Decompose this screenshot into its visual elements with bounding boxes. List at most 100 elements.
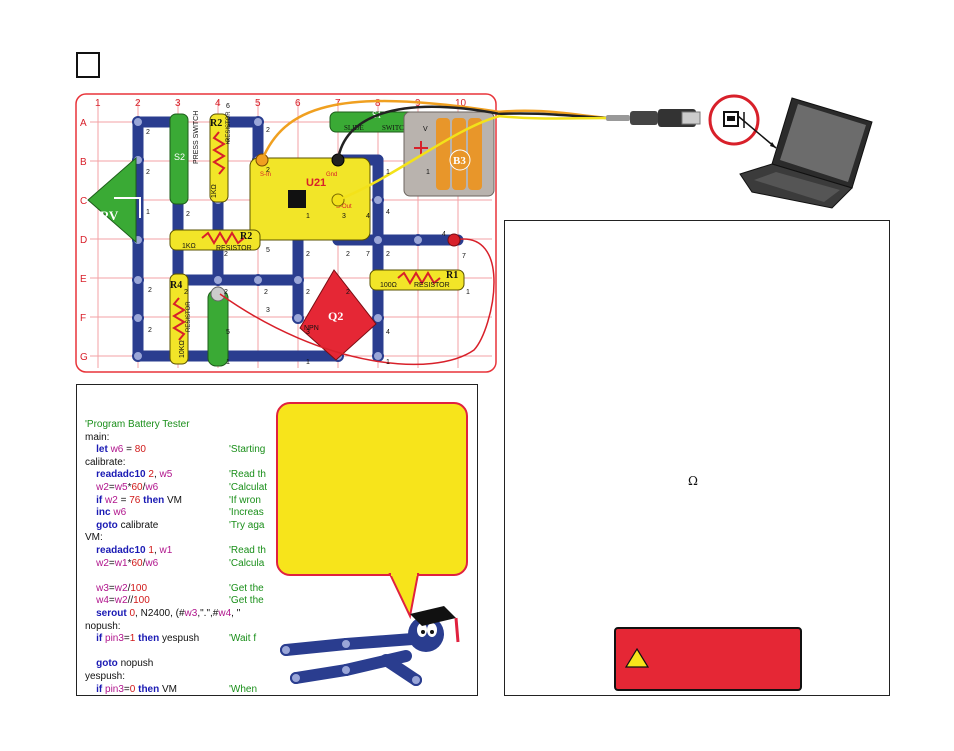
grid-column-label: 6	[295, 98, 301, 109]
code-line: if pin3=0 then VM	[96, 683, 177, 695]
module-u21: U21 S-In Gnd S-Out	[249, 153, 371, 241]
r2-top-name: R2	[210, 118, 222, 129]
ohm-symbol: Ω	[688, 474, 698, 488]
code-comment: 'If wron	[229, 494, 261, 506]
snap-number: 5	[266, 247, 270, 254]
snap-number: 1	[386, 169, 390, 176]
grid-row-label: B	[80, 157, 87, 168]
code-comment: 'When	[229, 683, 258, 695]
snap-number: 1	[226, 359, 230, 366]
code-line: VM:	[85, 532, 103, 544]
resistor-r2-mid: R2 1KΩ RESISTOR	[169, 229, 261, 252]
resistor-r2-top: R2 RESISTOR 1KΩ	[209, 111, 232, 203]
code-line: readadc10 1, w1	[96, 545, 173, 556]
r1-label: RESISTOR	[414, 282, 450, 289]
snap-number: 6	[226, 103, 230, 110]
snap-studs	[132, 116, 424, 362]
grid-column-label: 10	[455, 98, 467, 109]
snap-number: 3	[266, 307, 270, 314]
snap-number: 1	[466, 289, 470, 296]
code-line: nopush:	[85, 620, 121, 632]
snap-number: 2	[148, 287, 152, 294]
snap-number: 1	[426, 169, 430, 176]
code-line: if w2 = 76 then VM	[96, 494, 183, 506]
grid-column-label: 4	[215, 98, 221, 109]
snap-number: 4	[442, 231, 446, 238]
code-line: if pin3=1 then yespush	[96, 633, 200, 645]
r4-name: R4	[170, 280, 182, 291]
wire-extension	[498, 109, 608, 120]
snap-number: 4	[366, 213, 370, 220]
yellow-wire	[337, 114, 500, 202]
snap-number: 4	[386, 329, 390, 336]
code-comment: 'Increas	[229, 507, 264, 519]
grid-row-label: F	[80, 313, 86, 324]
snap-number: 2	[266, 167, 270, 174]
grid-row-label: G	[80, 352, 88, 363]
u21-pin-sout: S-Out	[336, 204, 352, 210]
laptop-icon	[737, 97, 873, 209]
orange-wire	[260, 99, 500, 161]
code-comment: 'Get the	[229, 582, 264, 594]
warning-box	[614, 627, 802, 691]
speech-bubble	[276, 402, 468, 576]
u21-name: U21	[306, 177, 326, 189]
code-comment: 'Wait f	[229, 633, 257, 645]
snap-number: 7	[366, 251, 370, 258]
r4-label: RESISTOR	[186, 301, 192, 332]
code-line: goto nopush	[96, 658, 154, 670]
snap-number: 2	[186, 211, 190, 218]
snap-number: 4	[386, 209, 390, 216]
snap-number: 2	[346, 289, 350, 296]
snap-number: 2	[386, 251, 390, 258]
step-checkbox	[76, 52, 100, 78]
press-switch-s2: PRESS SWITCH S2	[169, 111, 200, 205]
snap-number: 2	[146, 169, 150, 176]
transistor-q2: Q2 NPN	[299, 269, 377, 361]
r1-name: R1	[446, 270, 458, 281]
r2-mid-label: RESISTOR	[216, 245, 252, 252]
snap-number: 2	[346, 251, 350, 258]
code-line: main:	[85, 431, 110, 443]
code-line: 'Program Battery Tester	[85, 419, 190, 430]
code-line: goto calibrate	[96, 519, 159, 531]
code-comment: 'Try aga	[229, 519, 265, 531]
snap-number: 1	[306, 213, 310, 220]
grid-row-label: D	[80, 235, 87, 246]
r1-value: 100Ω	[380, 282, 397, 289]
grid-column-label: 2	[135, 98, 141, 109]
grid-column-label: 3	[175, 98, 181, 109]
grid-column-label: 8	[375, 98, 381, 109]
info-panel	[504, 220, 890, 696]
snap-number: 1	[306, 359, 310, 366]
b3-edge-label: V	[423, 126, 428, 133]
variable-resistor-rv: RV	[87, 156, 141, 244]
q2-name: Q2	[328, 309, 343, 323]
code-comment: 'Get the	[229, 595, 264, 607]
snap-number: 2	[224, 251, 228, 258]
code-line: w2=w5*60/w6	[96, 482, 159, 493]
r2-mid-value: 1KΩ	[182, 243, 196, 250]
battery-b3: B3 V	[403, 111, 495, 197]
grid-row-label: A	[80, 118, 87, 129]
snap-number: 2	[266, 127, 270, 134]
code-line: inc w6	[96, 507, 127, 519]
code-line: calibrate:	[85, 456, 126, 468]
u21-pin-gnd: Gnd	[326, 172, 337, 178]
snap-number: 7	[462, 253, 466, 260]
grid-column-label: 5	[255, 98, 261, 109]
r2-top-value: 1KΩ	[211, 184, 218, 198]
snap-number: 2	[184, 289, 188, 296]
s2-label: PRESS SWITCH	[193, 111, 200, 164]
snap-number: 2	[226, 139, 230, 146]
usb-port-icon	[708, 94, 760, 146]
rv-name: RV	[100, 208, 119, 223]
code-line: w2=w1*60/w6	[96, 557, 159, 569]
resistor-r4: R4 RESISTOR 10KΩ	[169, 273, 192, 365]
red-probe-clip	[447, 233, 461, 247]
code-line: w3=w2/100	[96, 582, 148, 594]
r2-mid-name: R2	[240, 231, 252, 242]
code-line: w4=w2//100	[96, 595, 150, 607]
s1-label-right: SWITCH	[382, 124, 409, 132]
